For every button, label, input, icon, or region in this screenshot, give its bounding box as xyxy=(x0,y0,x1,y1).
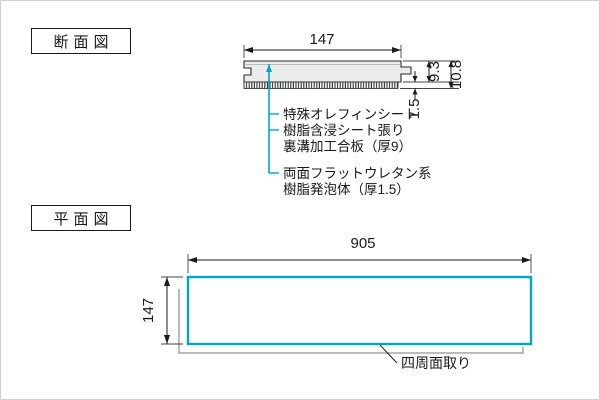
foam-layer-hatched xyxy=(243,81,399,89)
cs-dim-total-text: 10.8 xyxy=(448,60,465,89)
callout-urethane: 両面フラットウレタン系 xyxy=(283,166,432,181)
cs-width-dim-text: 147 xyxy=(309,31,334,48)
chamfer-leader-line xyxy=(379,344,398,364)
cross-section-drawing: 147 9.3 10.8 1.5 特殊オレフィンシート 樹脂含浸シート張り xyxy=(243,31,465,197)
callout-foam: 樹脂発泡体（厚1.5） xyxy=(283,182,410,197)
plan-view-title: 平面図 xyxy=(53,210,114,228)
plank-plan-outline xyxy=(186,275,533,346)
cs-dim-foam-text: 1.5 xyxy=(406,99,423,120)
cross-section-title: 断面図 xyxy=(53,33,114,51)
under-board-shadow xyxy=(178,289,524,354)
cross-section-title-box: 断面図 xyxy=(31,28,131,54)
callout-olefin-sheet: 特殊オレフィンシート xyxy=(283,107,418,122)
cs-dim-board-text: 9.3 xyxy=(426,61,443,82)
chamfer-note-text: 四周面取り xyxy=(401,355,471,371)
plan-view-title-box: 平面図 xyxy=(31,205,131,231)
plan-view-drawing: 905 147 四周面取り xyxy=(140,235,533,371)
pv-width-dim-text: 905 xyxy=(350,235,375,252)
pv-height-dim-text: 147 xyxy=(140,298,157,323)
plank-cross-section xyxy=(243,60,412,83)
callout-plywood: 裏溝加工合板（厚9） xyxy=(283,139,412,154)
callout-resin-sheet: 樹脂含浸シート張り xyxy=(283,123,405,138)
